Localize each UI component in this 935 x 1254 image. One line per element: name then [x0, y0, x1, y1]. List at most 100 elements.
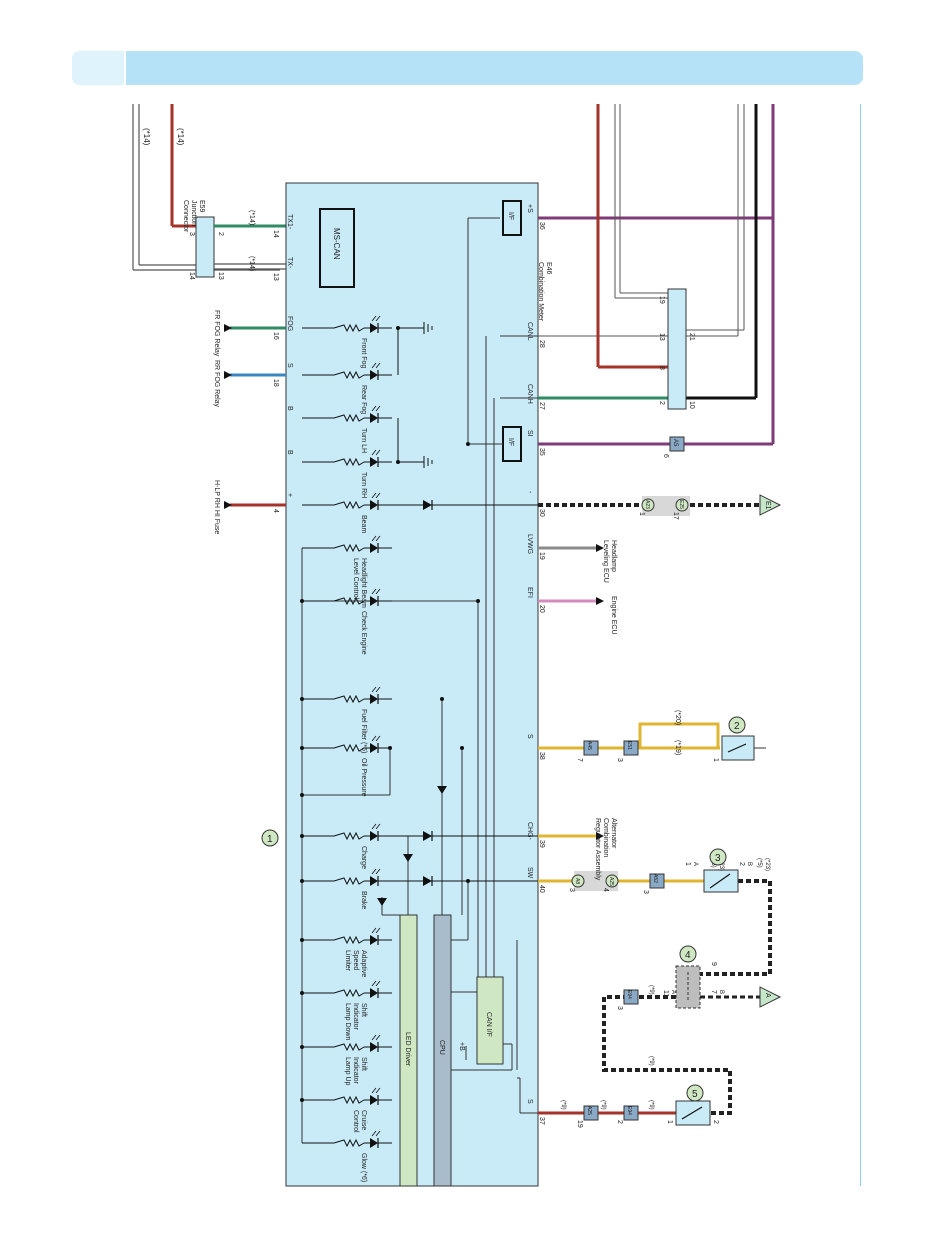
- led-ray-b-1: [375, 315, 381, 322]
- led-row-1: Front Fog: [302, 315, 392, 368]
- resistor-10: [333, 831, 365, 841]
- left-term-name-5: B: [286, 406, 293, 411]
- resistor-8: [333, 694, 365, 704]
- sw3-cl-a: A: [692, 862, 698, 866]
- jb-pin-2: 2: [658, 401, 665, 405]
- brake-shade: [574, 871, 618, 891]
- led-ray-b-2: [375, 362, 381, 369]
- cpu-label: CPU: [438, 1040, 445, 1055]
- left-pin-2: 13: [272, 273, 279, 281]
- sw3-pin-2: 2: [738, 862, 745, 866]
- brake-pin-a: 3: [568, 888, 575, 892]
- led-diode-6: [370, 543, 378, 553]
- left-pin-7: 4: [272, 509, 279, 513]
- led-label-16: Glow (*6): [360, 1153, 367, 1182]
- a5-label: A5: [672, 439, 678, 447]
- led-ray-b-6: [375, 535, 381, 542]
- callout-circle-4: [679, 945, 697, 963]
- g-note-5: (*9): [648, 985, 654, 995]
- led-label-9: Oil Pressure: [360, 758, 367, 797]
- sw4-cl-b: B: [718, 990, 724, 994]
- right-pin-7: 20: [538, 605, 545, 613]
- right-pin-11: 37: [538, 1117, 545, 1125]
- right-term-name-3: CANH: [526, 384, 533, 404]
- s37-pin-19: 19: [576, 1120, 583, 1128]
- e59-pin-3: 3: [188, 232, 195, 236]
- led-row-5: Beam: [302, 492, 392, 533]
- sw4-cl-a: A: [670, 990, 676, 994]
- resistor-9: [333, 743, 365, 753]
- a45-label: A45: [586, 741, 592, 750]
- brake-pin-c: 3: [642, 890, 649, 894]
- led-ray-b-15: [375, 1087, 381, 1094]
- led-ray-a-12: [371, 927, 377, 934]
- a52-connector: [649, 873, 665, 889]
- oil-note-20: (*20): [674, 710, 681, 725]
- right-wiring: [538, 104, 775, 1115]
- resistor-14: [333, 1042, 365, 1052]
- led-ray-a-14: [371, 1034, 377, 1041]
- e1-ground-triangle: [759, 494, 782, 516]
- resistor-4: [333, 457, 365, 467]
- a52-label: A52: [652, 874, 658, 883]
- resistor-16: [333, 1138, 365, 1148]
- a-ground-triangle: [759, 986, 782, 1008]
- a-ground-label: A: [764, 993, 771, 998]
- led-diode-2: [370, 370, 378, 380]
- sw5-pin-1: 1: [666, 1120, 673, 1124]
- a25-s37-label: A25: [586, 1106, 592, 1115]
- top-wires: [132, 104, 280, 271]
- header-bar: [72, 51, 863, 85]
- down-diode-3: [377, 898, 387, 906]
- e1-pin-a: 1: [638, 512, 645, 516]
- can-if-label: CAN I/F: [485, 1012, 492, 1037]
- top-note-2: (*14): [176, 128, 185, 146]
- led-diode-7: [370, 596, 378, 606]
- e59-connector: [195, 216, 215, 278]
- led-label-11: Brake: [360, 891, 367, 909]
- led-ray-b-14: [375, 1034, 381, 1041]
- led-label-12: AdaptiveSpeedLimiter: [344, 950, 367, 977]
- right-term-name-7: EFI: [526, 587, 533, 598]
- led-label-14: ShiftIndicatorLamp Up: [344, 1057, 367, 1086]
- sw4-pin-9: 9: [710, 962, 717, 966]
- led-diode-11: [370, 876, 378, 886]
- brake-pin-b: 4: [602, 888, 609, 892]
- junction-block: [667, 288, 687, 410]
- led-diode-13: [370, 988, 378, 998]
- led-ray-a-7: [371, 588, 377, 595]
- left-term-name-6: B: [286, 450, 293, 455]
- right-pin-2: 28: [538, 340, 545, 348]
- callout-circle-1: [261, 829, 279, 847]
- ms-can-label: MS-CAN: [332, 228, 341, 260]
- right-pin-8: 38: [538, 752, 545, 760]
- led-ray-b-12: [375, 927, 381, 934]
- led-ray-b-7: [375, 588, 381, 595]
- led-diode-12: [370, 935, 378, 945]
- g-note-1: (*9): [560, 1100, 566, 1110]
- top-note-1: (*14): [142, 128, 151, 146]
- resistor-12: [333, 935, 365, 945]
- left-pin-4: 18: [272, 379, 279, 387]
- led-ray-a-15: [371, 1087, 377, 1094]
- led-label-8: Fuel Filter (*6): [360, 709, 367, 753]
- g-note-4: (*9): [648, 1056, 654, 1066]
- led-ray-a-3: [371, 405, 377, 412]
- e94-connector-top: [623, 989, 639, 1005]
- callout-text-4: 4: [685, 950, 691, 961]
- right-pin-3: 27: [538, 402, 545, 410]
- callout-circle-2: [728, 716, 746, 734]
- led-diode-3: [370, 413, 378, 423]
- e25-circle: [675, 498, 689, 512]
- e59-pin-14: 14: [188, 272, 195, 280]
- right-pin-5: 30: [538, 509, 545, 517]
- led-ray-b-13: [375, 980, 381, 987]
- e59-pin-2: 2: [217, 232, 224, 236]
- a8-circle: [571, 874, 585, 888]
- resistor-6: [333, 543, 365, 553]
- e94-s37-connector: [623, 1105, 639, 1121]
- e59-pin-13: 13: [217, 272, 224, 280]
